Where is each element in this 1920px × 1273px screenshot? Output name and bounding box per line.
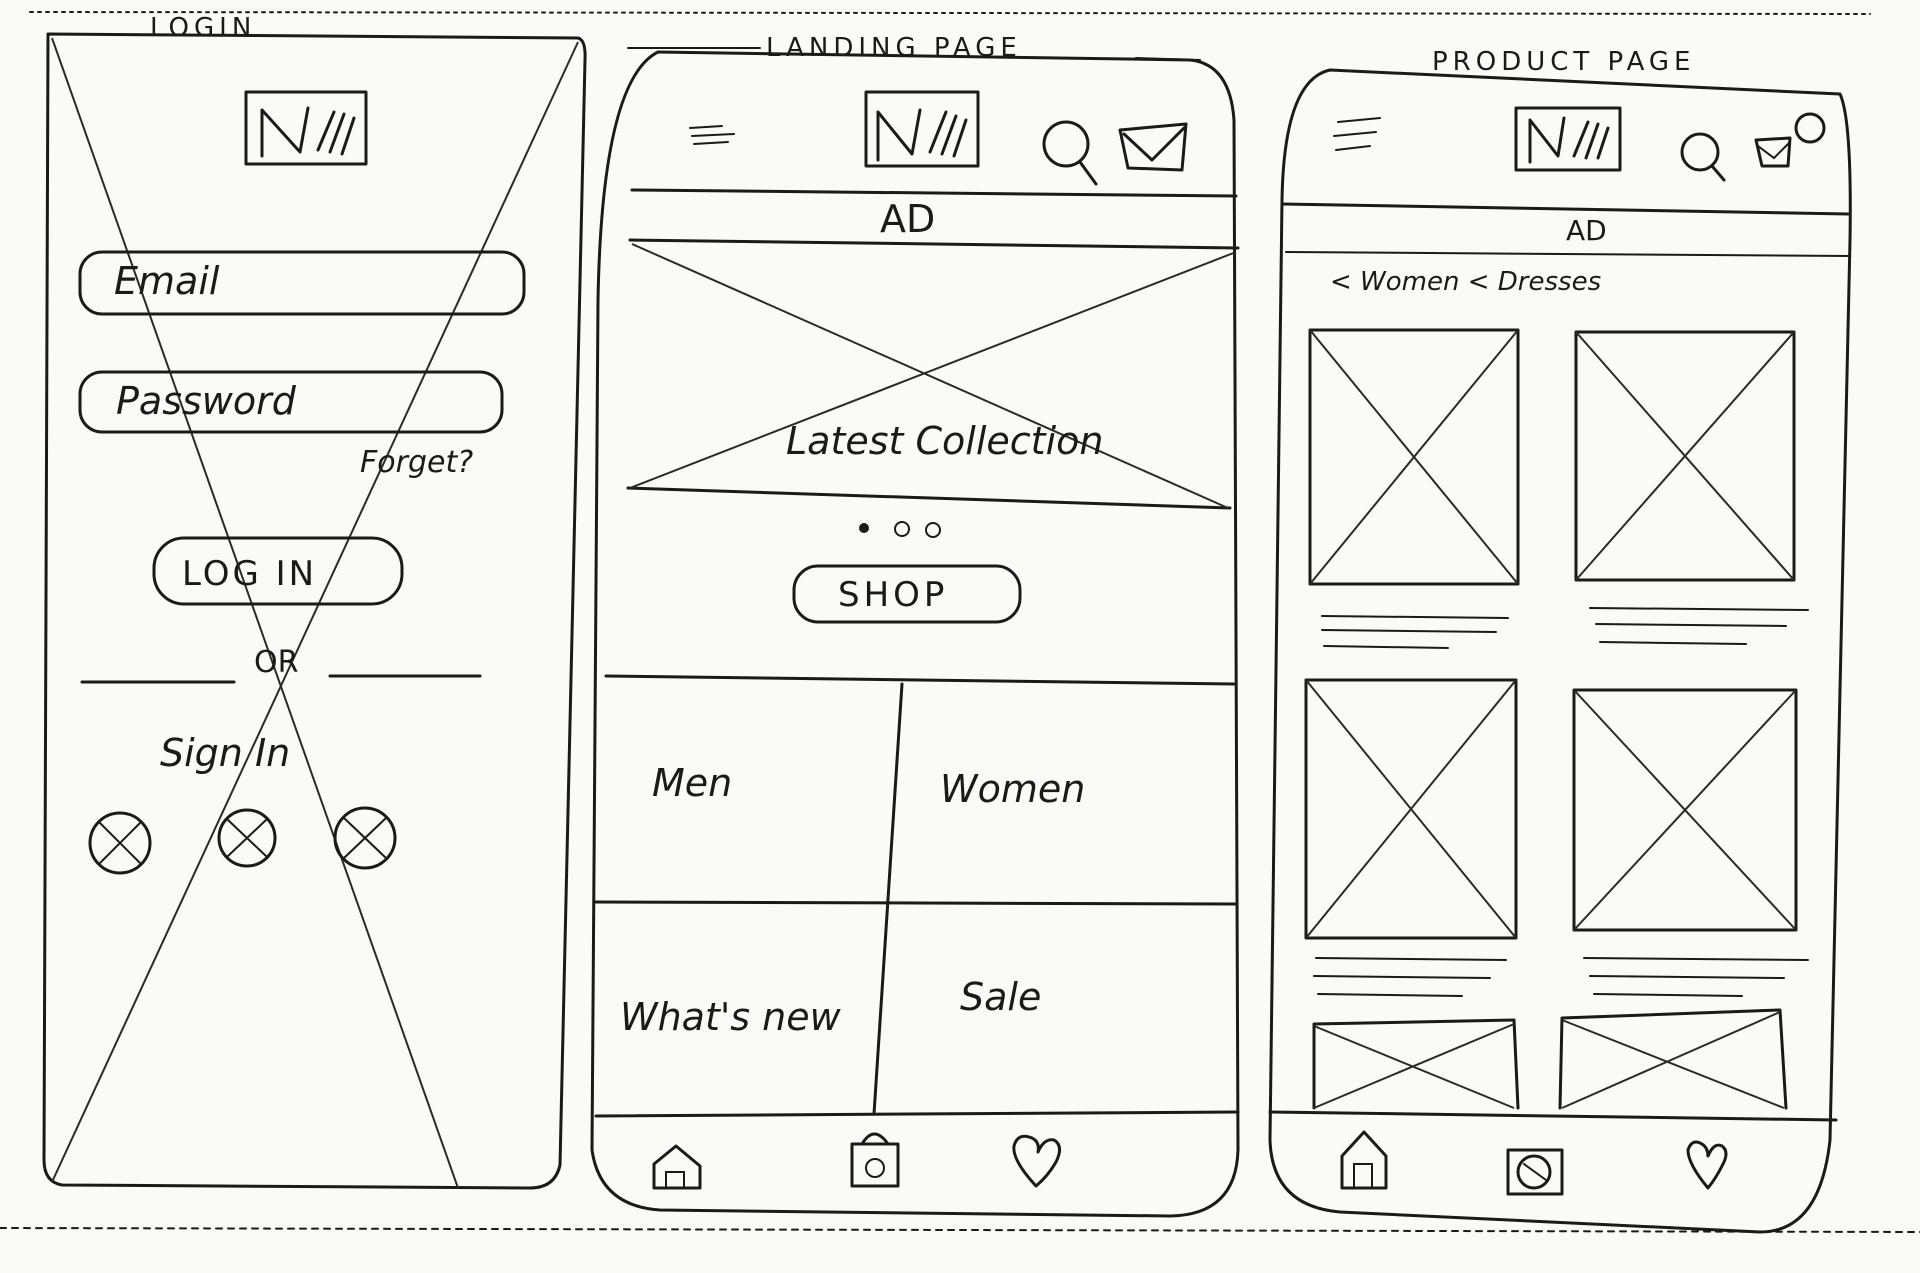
magnifier-icon[interactable] (1042, 120, 1098, 186)
email-field-label: Email (114, 259, 220, 303)
category-tile-sale[interactable]: Sale (960, 975, 1041, 1019)
ad-separator (1285, 251, 1851, 257)
shop-button-label: SHOP (838, 575, 948, 615)
login-button-label: LOG IN (182, 554, 317, 594)
social-sign-in-icon-1[interactable] (88, 811, 152, 875)
carousel-dots[interactable] (859, 521, 941, 538)
login-button[interactable]: LOG IN (152, 536, 404, 606)
password-field-label: Password (116, 379, 297, 423)
breadcrumb[interactable]: < Women < Dresses (1330, 267, 1601, 297)
house-icon[interactable] (1340, 1130, 1388, 1190)
social-sign-in-icon-2[interactable] (217, 808, 277, 868)
email-field[interactable]: Email (78, 250, 526, 316)
login-screen: LOGIN Email Password Forget? LOG IN (42, 13, 587, 1190)
category-grid (592, 674, 1238, 1116)
basket-icon[interactable] (1754, 112, 1826, 168)
forgot-password-link[interactable]: Forget? (360, 445, 473, 480)
heart-icon[interactable] (1686, 1140, 1728, 1190)
product-phone-frame (1268, 68, 1852, 1234)
logo-icon (864, 90, 980, 168)
password-field[interactable]: Password (78, 370, 504, 434)
hero-caption: Latest Collection (786, 419, 1103, 463)
hero-image-placeholder[interactable]: Latest Collection (626, 238, 1240, 510)
bottom-nav-separator (594, 1110, 1240, 1118)
bottom-nav-separator (1268, 1110, 1838, 1122)
ad-banner[interactable]: AD (1566, 214, 1607, 247)
product-screen: PRODUCT PAGE AD < Women < Dresses (1268, 47, 1852, 1234)
login-crossed-out-marks (51, 37, 579, 1189)
magnifier-icon[interactable] (1680, 132, 1726, 182)
product-heading: PRODUCT PAGE (1432, 47, 1695, 77)
header-separator (1280, 202, 1850, 216)
product-card[interactable] (1574, 330, 1809, 645)
login-heading: LOGIN (150, 13, 256, 43)
shopping-bag-icon[interactable] (850, 1132, 900, 1188)
landing-heading: LANDING PAGE (766, 33, 1022, 63)
logo-icon (244, 90, 368, 166)
product-card-partial[interactable] (1558, 1008, 1788, 1110)
landing-phone-frame (590, 50, 1240, 1218)
house-icon[interactable] (652, 1144, 702, 1190)
landing-screen: LANDING PAGE AD Latest Collection (590, 33, 1240, 1218)
category-tile-men[interactable]: Men (652, 761, 732, 805)
or-divider-label: OR (254, 645, 298, 680)
shopping-bag-icon[interactable] (1506, 1148, 1564, 1196)
heart-icon[interactable] (1012, 1134, 1061, 1188)
category-tile-women[interactable]: Women (940, 767, 1085, 811)
logo-icon (1514, 106, 1622, 172)
category-tile-whats-new[interactable]: What's new (620, 995, 842, 1039)
basket-icon[interactable] (1118, 122, 1188, 172)
social-sign-in-icon-3[interactable] (333, 806, 397, 870)
shop-button[interactable]: SHOP (792, 564, 1022, 624)
product-card[interactable] (1304, 678, 1518, 997)
product-card[interactable] (1308, 328, 1520, 649)
header-separator (630, 188, 1238, 198)
paper-edge-lines (0, 11, 1920, 1233)
hamburger-icon[interactable] (689, 125, 735, 145)
ad-banner[interactable]: AD (880, 197, 935, 241)
login-phone-frame (42, 32, 587, 1190)
product-card[interactable] (1572, 688, 1809, 997)
product-card-partial[interactable] (1312, 1018, 1520, 1110)
sign-in-label: Sign In (160, 731, 290, 775)
or-divider: OR (80, 645, 482, 684)
hamburger-icon[interactable] (1333, 117, 1381, 151)
